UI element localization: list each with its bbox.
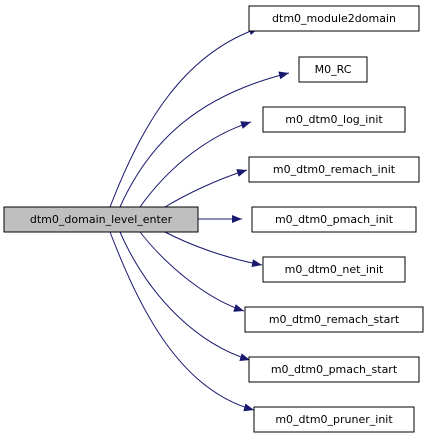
edge-to-m0-rc xyxy=(119,71,290,208)
node-dtm0-module2domain[interactable]: dtm0_module2domain xyxy=(248,5,420,32)
node-m0-dtm0-log-init[interactable]: m0_dtm0_log_init xyxy=(262,106,406,133)
node-label: m0_dtm0_remach_init xyxy=(273,163,396,176)
edge-to-m0-dtm0-pmach-start xyxy=(119,231,251,361)
node-m0-dtm0-net-init[interactable]: m0_dtm0_net_init xyxy=(262,256,406,283)
node-label: M0_RC xyxy=(315,63,352,76)
node-label: m0_dtm0_pruner_init xyxy=(275,413,393,426)
node-m0-dtm0-pmach-start[interactable]: m0_dtm0_pmach_start xyxy=(248,356,420,383)
node-root[interactable]: dtm0_domain_level_enter xyxy=(3,206,199,233)
edge-to-m0-dtm0-pruner-init xyxy=(109,231,255,412)
edge-to-m0-dtm0-remach-init xyxy=(164,169,248,208)
node-root-label: dtm0_domain_level_enter xyxy=(30,213,173,226)
node-m0-dtm0-pruner-init[interactable]: m0_dtm0_pruner_init xyxy=(253,406,415,433)
node-label: m0_dtm0_remach_start xyxy=(269,313,400,326)
node-m0-dtm0-pmach-init[interactable]: m0_dtm0_pmach_init xyxy=(251,206,417,233)
node-m0-dtm0-remach-init[interactable]: m0_dtm0_remach_init xyxy=(248,156,420,183)
edge-to-m0-dtm0-net-init xyxy=(164,231,263,268)
node-label: dtm0_module2domain xyxy=(272,12,396,25)
node-label: m0_dtm0_pmach_start xyxy=(271,363,398,376)
node-m0-dtm0-remach-start[interactable]: m0_dtm0_remach_start xyxy=(244,306,424,333)
edges xyxy=(109,27,290,412)
node-label: m0_dtm0_pmach_init xyxy=(275,213,394,226)
node-m0-rc[interactable]: M0_RC xyxy=(298,56,368,83)
node-label: m0_dtm0_net_init xyxy=(285,263,384,276)
edge-to-m0-dtm0-remach-start xyxy=(139,231,245,312)
node-label: m0_dtm0_log_init xyxy=(285,113,383,126)
edge-to-m0-dtm0-log-init xyxy=(139,121,252,208)
edge-to-dtm0-module2domain xyxy=(109,27,260,208)
